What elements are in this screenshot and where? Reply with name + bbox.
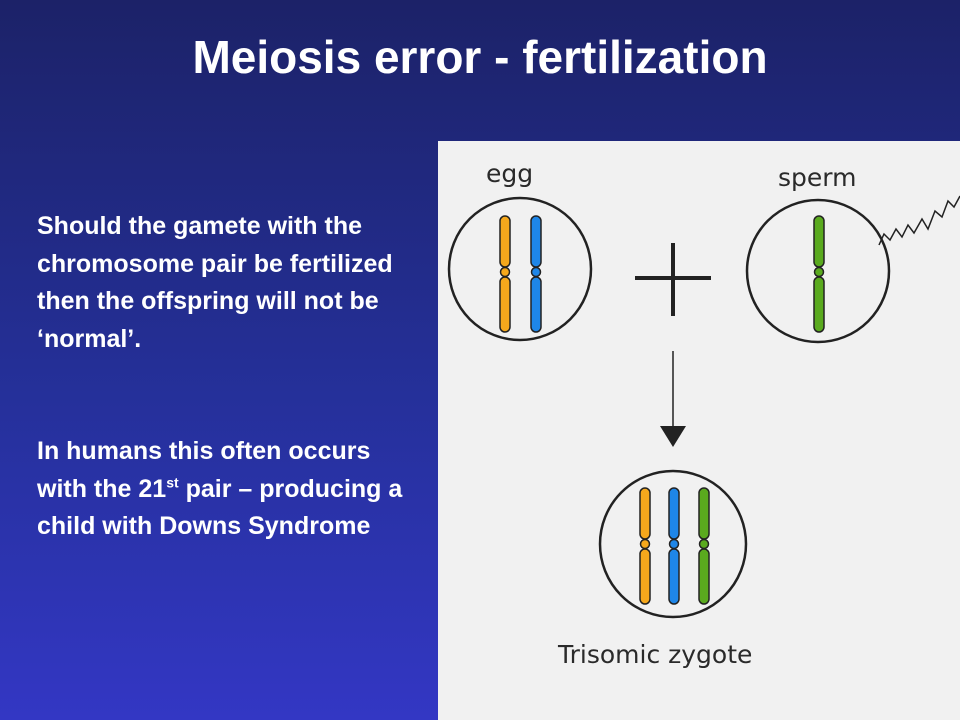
slide-body: Should the gamete with the chromosome pa… [37, 208, 417, 546]
sperm-cell [745, 198, 891, 344]
ordinal-suffix: st [166, 474, 179, 491]
paragraph-2-start: In humans this often occurs with the 21 [37, 437, 371, 503]
egg-label: egg [486, 159, 533, 188]
egg-cell [447, 196, 593, 342]
plus-sign [635, 243, 711, 316]
paragraph-down-syndrome: In humans this often occurs with the 21s… [37, 433, 417, 546]
zygote-cell [598, 469, 748, 619]
arrow-head [660, 426, 686, 447]
sperm-tail [878, 195, 960, 246]
zygote-chromosome-green [698, 487, 710, 605]
fertilization-diagram-panel: egg sperm Trisomic zygote [438, 141, 960, 720]
sperm-label: sperm [778, 163, 856, 192]
zygote-chromosome-yellow [639, 487, 651, 605]
zygote-label: Trisomic zygote [557, 640, 752, 669]
slide-title: Meiosis error - fertilization [192, 31, 768, 83]
paragraph-gamete-fertilized: Should the gamete with the chromosome pa… [37, 212, 393, 353]
egg-chromosome-yellow [499, 215, 511, 333]
paragraph-2-end: pair – producing a child with Downs Synd… [37, 474, 403, 541]
sperm-chromosome-green [813, 215, 825, 333]
egg-chromosome-blue [530, 215, 542, 333]
zygote-chromosome-blue [668, 487, 680, 605]
fertilization-diagram: egg sperm Trisomic zygote [447, 159, 960, 669]
